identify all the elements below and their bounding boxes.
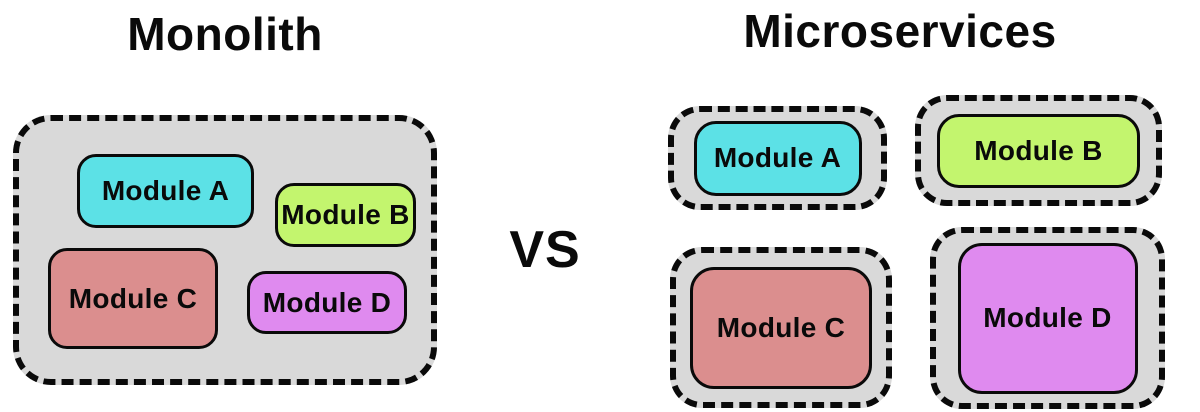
microservice-container-d: Module D [930,227,1165,409]
monolith-module-b: Module B [275,183,416,247]
microservice-module-a: Module A [693,120,862,196]
monolith-module-c: Module C [48,248,218,349]
monolith-module-a-label: Module A [101,175,230,206]
microservice-container-b: Module B [915,95,1162,206]
microservices-title: Microservices [743,5,1057,57]
microservice-module-c-label: Module C [716,311,846,343]
microservice-module-c: Module C [690,266,872,389]
microservice-module-d: Module D [957,242,1138,394]
microservice-module-b: Module B [937,113,1140,188]
versus-label: VS [509,221,581,279]
microservice-module-a-label: Module A [713,142,842,173]
microservice-module-b-label: Module B [974,134,1103,166]
monolith-module-b-label: Module B [281,199,410,230]
microservice-module-d-label: Module D [983,302,1112,333]
monolith-title: Monolith [127,8,323,60]
monolith-module-d: Module D [247,271,407,334]
monolith-container: Module A Module B Module C Module D [13,115,437,385]
monolith-module-a: Module A [77,154,254,228]
monolith-module-d-label: Module D [262,286,392,318]
monolith-module-c-label: Module C [68,282,198,314]
microservice-container-a: Module A [668,106,887,210]
microservice-container-c: Module C [670,247,892,408]
